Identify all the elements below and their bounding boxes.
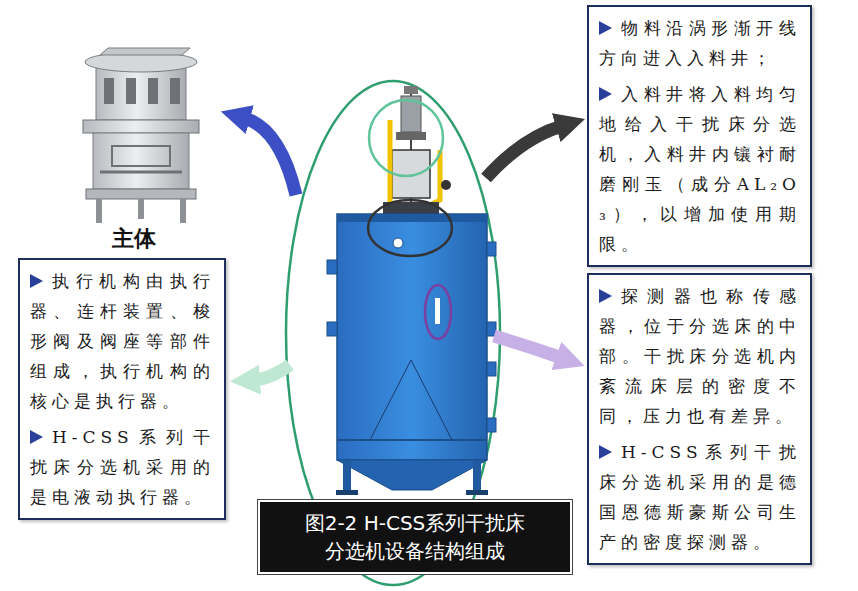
callout-paragraph: 物料沿涡形渐开线方向进入入料井；	[599, 13, 801, 73]
text-box: 探测器也称传感器，位于分选床的中部。干扰床分选机内紊流床层的密度不同，压力也有差…	[587, 273, 812, 565]
pointer-arrow	[244, 118, 296, 195]
part-name: 主体	[112, 224, 156, 254]
pointer-arrow	[254, 365, 290, 380]
callout-paragraph: H-CSS系列干扰床分选机采用的是电液动执行器。	[30, 422, 215, 512]
callout-paragraph: 探测器也称传感器，位于分选床的中部。干扰床分选机内紊流床层的密度不同，压力也有差…	[599, 281, 801, 431]
separator-picture	[327, 86, 496, 495]
figure-caption: 图2-2 H-CSS系列干扰床分选机设备结构组成	[305, 511, 526, 563]
figure-caption-box: 图2-2 H-CSS系列干扰床分选机设备结构组成	[258, 500, 572, 574]
text-box: 物料沿涡形渐开线方向进入入料井；入料井将入料均匀地给入干扰床分选机，入料井内镶衬…	[587, 5, 812, 267]
pointer-arrow	[494, 336, 562, 358]
main-body-picture	[83, 48, 199, 223]
text-box: 执行机构由执行器、连杆装置、梭形阀及阀座等部件组成，执行机构的核心是执行器。H-…	[18, 258, 226, 520]
callout-paragraph: 入料井将入料均匀地给入干扰床分选机，入料井内镶衬耐磨刚玉（成分AL₂O₃），以增…	[599, 79, 801, 259]
callout-paragraph: 执行机构由执行器、连杆装置、梭形阀及阀座等部件组成，执行机构的核心是执行器。	[30, 266, 215, 416]
pointer-arrow	[486, 126, 562, 178]
callout-paragraph: H-CSS系列干扰床分选机采用的是德国恩德斯豪斯公司生产的密度探测器。	[599, 437, 801, 557]
